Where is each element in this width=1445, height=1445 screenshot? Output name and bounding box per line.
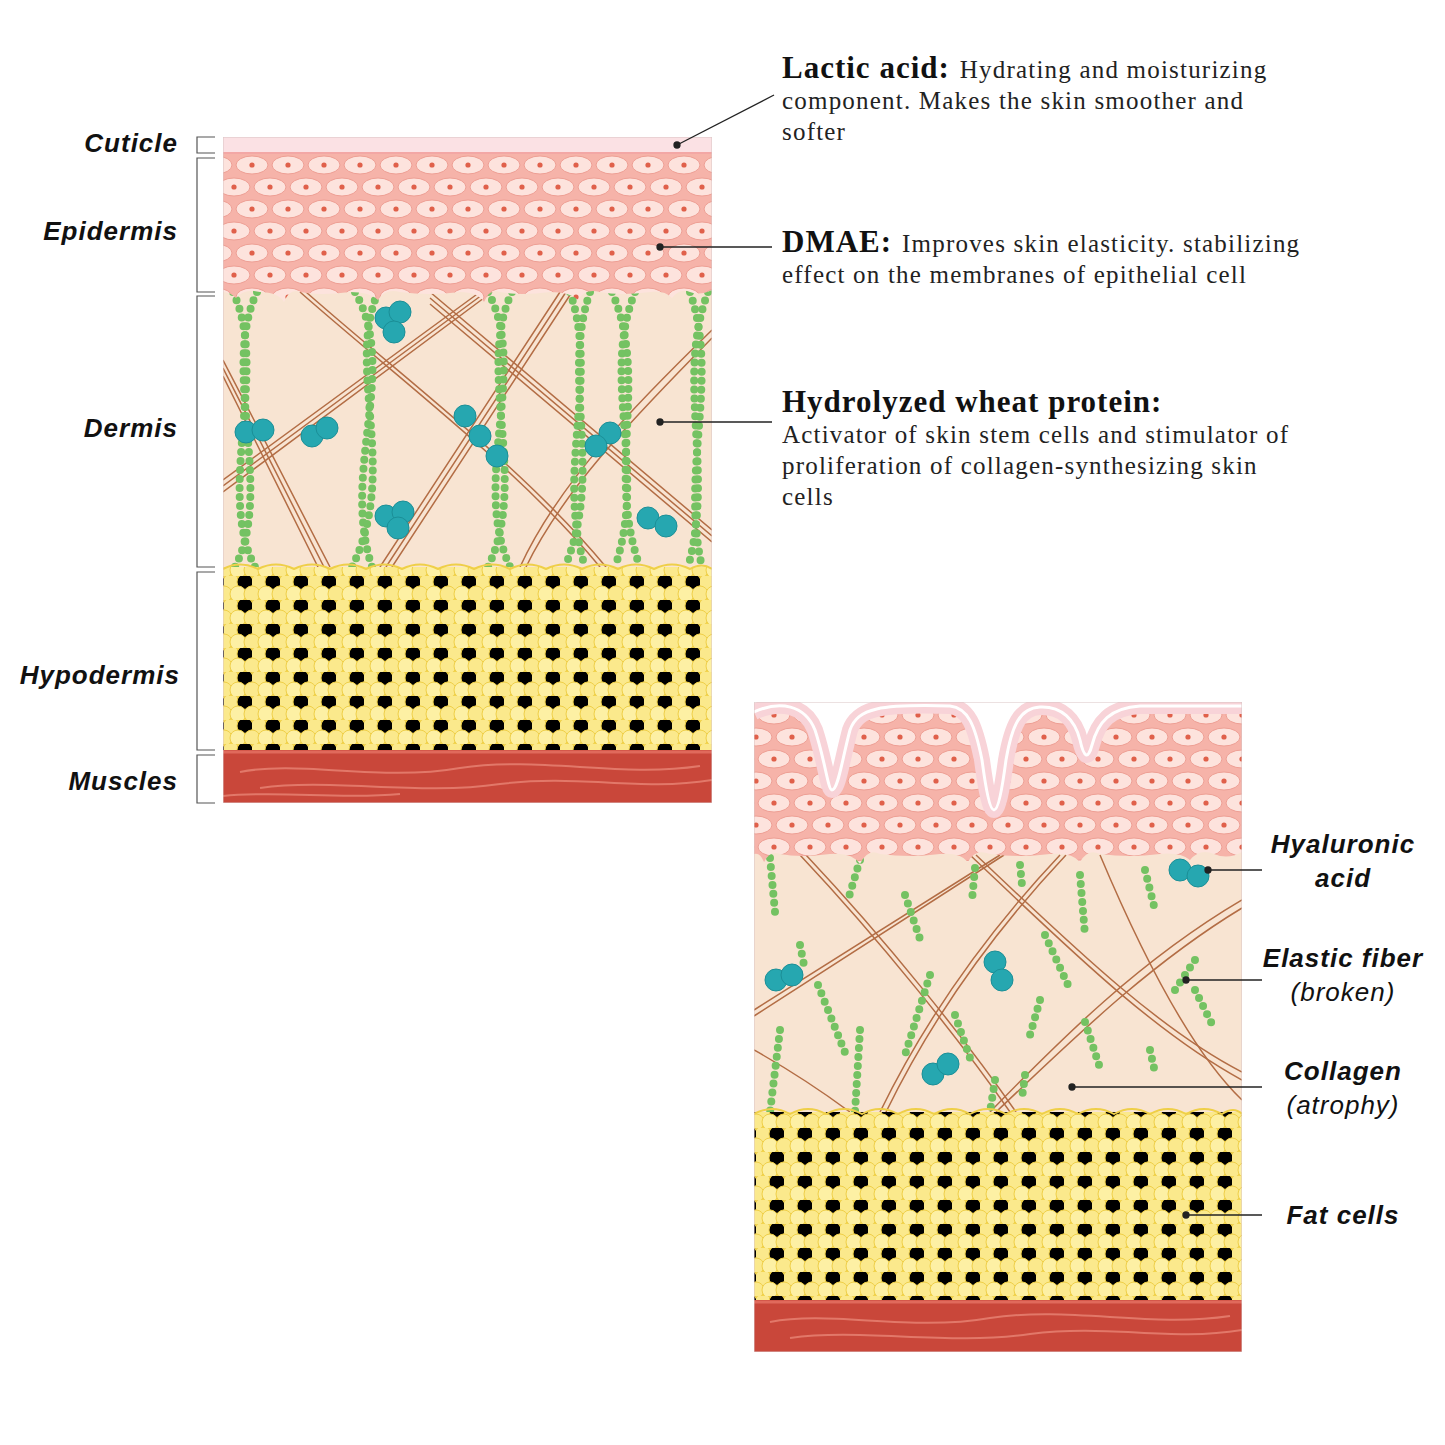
layer-label-group: Dermis xyxy=(2,412,178,444)
layer-label: Epidermis xyxy=(43,216,178,246)
aged-skin xyxy=(754,702,1242,1352)
ingredient-callout: Hydrolyzed wheat protein: xyxy=(782,384,1162,419)
layer-label-group: Epidermis xyxy=(2,215,178,247)
layer-label-group: Muscles xyxy=(2,765,178,797)
part-label-group: Collagen(atrophy) xyxy=(1247,1054,1439,1122)
part-label: Hyaluronic acid xyxy=(1258,827,1428,895)
layer-label: Hypodermis xyxy=(20,660,180,690)
layer-label-group: Hypodermis xyxy=(2,659,180,691)
layer-brackets xyxy=(197,137,215,803)
layer-label: Muscles xyxy=(68,766,178,796)
ingredient-callout-group: Hydrolyzed wheat protein:Activator of sk… xyxy=(782,386,1312,512)
layer-label: Cuticle xyxy=(84,128,178,158)
part-label-group: Elastic fiber(broken) xyxy=(1247,941,1439,1009)
part-label: (atrophy) xyxy=(1247,1088,1439,1122)
part-label-group: Hyaluronic acid xyxy=(1258,827,1428,895)
part-label-group: Fat cells xyxy=(1247,1198,1439,1232)
ingredient-callout: Lactic acid: xyxy=(782,50,950,85)
healthy-skin xyxy=(223,137,712,803)
part-label: Fat cells xyxy=(1247,1198,1439,1232)
part-label: (broken) xyxy=(1247,975,1439,1009)
ingredient-callout-group: DMAE:Improves skin elasticity. stabilizi… xyxy=(782,226,1312,290)
ingredient-callout: Activator of skin stem cells and stimula… xyxy=(782,419,1312,512)
ingredient-callout-group: Lactic acid:Hydrating and moisturizing c… xyxy=(782,52,1312,147)
ingredient-callout: DMAE: xyxy=(782,224,892,259)
part-label: Collagen xyxy=(1247,1054,1439,1088)
layer-label: Dermis xyxy=(84,413,178,443)
layer-label-group: Cuticle xyxy=(2,127,178,159)
part-label: Elastic fiber xyxy=(1247,941,1439,975)
